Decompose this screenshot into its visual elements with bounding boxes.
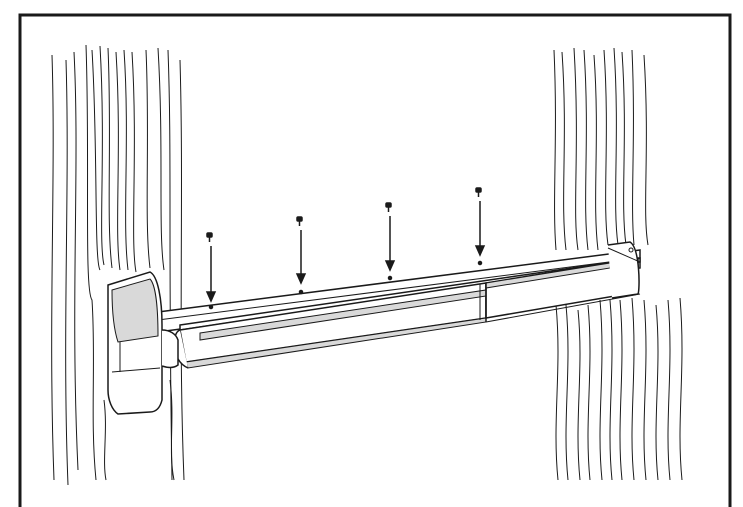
screw-4 (474, 187, 486, 266)
screw-head-icon (206, 232, 213, 238)
screw-head-icon (385, 202, 392, 208)
screw-3 (384, 202, 396, 281)
arrow-down-icon (295, 273, 307, 285)
arrow-down-icon (474, 245, 486, 257)
right-door-jamb (553, 47, 683, 481)
lever-housing (107, 271, 179, 415)
screw-1 (205, 232, 217, 310)
arrow-down-icon (205, 291, 217, 303)
arrow-down-icon (384, 260, 396, 272)
left-door-jamb (51, 44, 185, 486)
screw-head-icon (475, 187, 482, 193)
screw-2 (295, 216, 307, 295)
screw-head-icon (296, 216, 303, 222)
push-bar (173, 241, 641, 369)
diagram-border (18, 13, 732, 507)
